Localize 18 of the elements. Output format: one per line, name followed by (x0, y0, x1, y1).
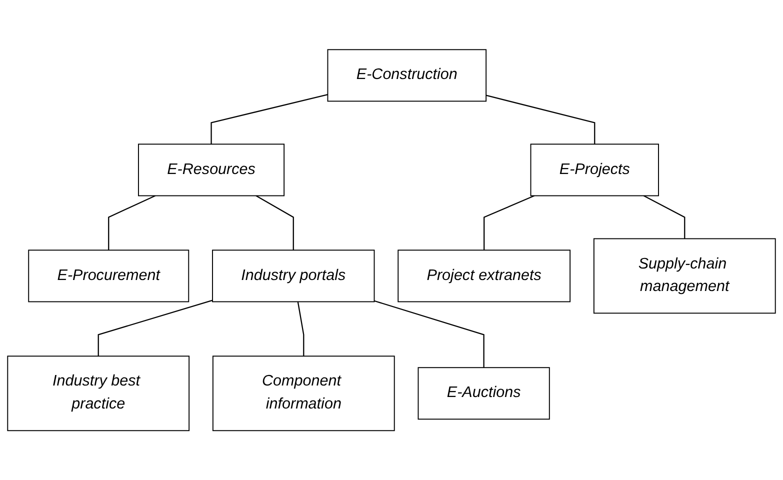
node-box: E-Auctions (418, 366, 550, 420)
connector (486, 94, 596, 144)
node-box: Supply-chain management (593, 238, 776, 314)
node-box: Project extranets (398, 250, 571, 302)
node-box: Industry portals (212, 250, 375, 302)
connector (374, 300, 484, 368)
node-box: Industry best practice (7, 356, 190, 431)
connector (256, 195, 294, 250)
connector (643, 195, 686, 239)
node-box: E-Projects (530, 144, 659, 196)
node-box: Component information (212, 356, 395, 431)
connector (484, 195, 535, 250)
connector (210, 94, 328, 144)
node-box: E-Resources (138, 144, 285, 196)
connector (297, 301, 304, 356)
node-box: E-Construction (327, 49, 487, 102)
connector (108, 195, 156, 250)
connector (98, 300, 213, 356)
